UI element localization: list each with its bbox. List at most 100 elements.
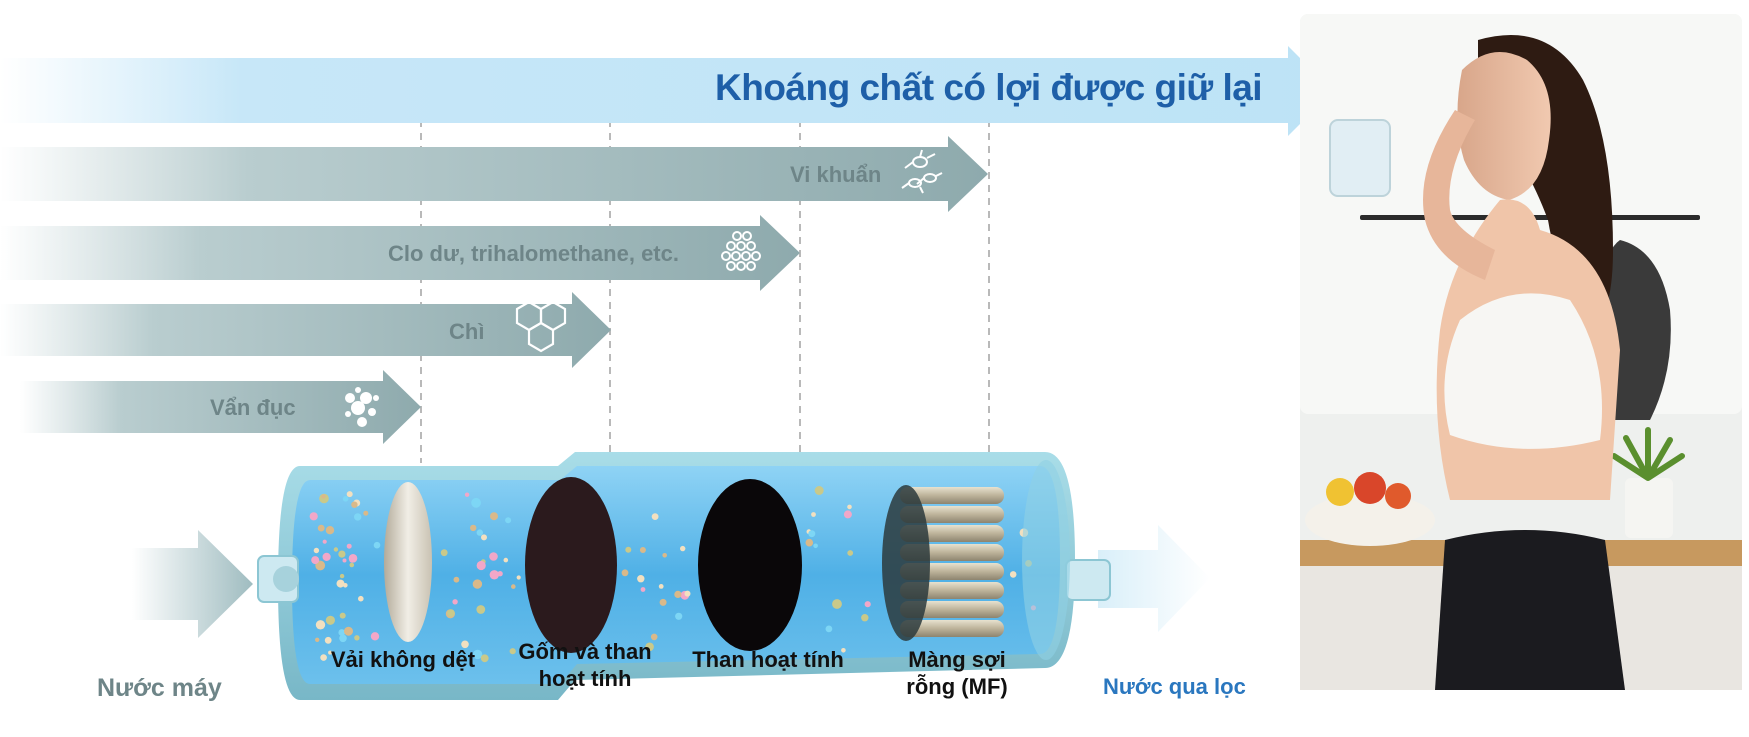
water-particle <box>639 547 646 553</box>
photo-glass <box>1329 119 1391 197</box>
inlet-pipe-opening <box>273 566 299 592</box>
hollow-fiber-strand <box>900 487 1004 504</box>
water-particle <box>509 648 516 655</box>
water-particle <box>348 554 358 563</box>
hollow-fiber-label: Màng sợi rỗng (MF) <box>882 646 1032 700</box>
tap-water-label: Nước máy <box>97 674 222 702</box>
water-particle <box>470 524 477 532</box>
water-particle <box>342 558 347 563</box>
water-particle <box>339 612 346 619</box>
water-particle <box>354 513 362 521</box>
activated-carbon-layer <box>698 479 802 651</box>
water-particle <box>481 534 487 541</box>
water-particle <box>497 571 503 577</box>
water-particle <box>338 550 346 558</box>
water-particle <box>490 512 498 521</box>
particles-icon <box>345 387 379 427</box>
nonwoven-fabric-label: Vải không dệt <box>318 646 488 673</box>
photo-leggings <box>1435 530 1625 690</box>
water-particle <box>674 590 682 599</box>
water-particle <box>452 599 458 605</box>
hollow-fiber-end <box>882 485 930 641</box>
water-particle <box>808 530 816 538</box>
output-water-arrow <box>1098 525 1210 632</box>
water-particle <box>464 492 470 497</box>
water-particle <box>864 601 871 608</box>
cartridge-water <box>292 466 1060 684</box>
turbidity-label: Vẩn đục <box>210 395 296 420</box>
water-particle <box>336 579 345 588</box>
molecule-cluster-icon <box>721 231 761 271</box>
water-particle <box>847 504 852 510</box>
water-particle <box>489 570 499 580</box>
water-particle <box>447 609 455 617</box>
water-particle <box>476 560 486 571</box>
ceramic-carbon-label-line: Gốm và than <box>518 639 652 664</box>
water-particle <box>322 552 331 562</box>
water-particle <box>339 634 347 643</box>
water-particle <box>805 538 814 547</box>
bacteria-icon <box>901 149 943 194</box>
photo-face <box>1457 52 1551 200</box>
nonwoven-layer <box>384 482 432 642</box>
minerals-retained-label: Khoáng chất có lợi được giữ lại <box>715 67 1263 108</box>
water-particle <box>363 510 369 516</box>
water-particle <box>317 524 325 532</box>
water-particle <box>621 569 629 577</box>
water-particle <box>650 633 658 641</box>
water-particle <box>373 541 381 549</box>
photo-top <box>1444 293 1602 449</box>
water-particle <box>471 497 481 508</box>
water-particle <box>516 575 521 580</box>
water-particle <box>861 614 869 622</box>
ceramic-carbon-label: Gốm và than hoạt tính <box>505 638 665 692</box>
water-particle <box>637 575 645 583</box>
hollow-fiber-strand <box>900 620 1004 637</box>
water-particle <box>370 632 380 641</box>
water-particle <box>825 625 833 633</box>
water-particle <box>489 552 498 561</box>
water-particle <box>814 486 824 495</box>
water-particle <box>322 539 327 544</box>
water-particle <box>351 501 358 508</box>
water-particle <box>505 517 512 524</box>
water-particle <box>680 545 686 552</box>
water-particle <box>325 615 335 625</box>
water-particle <box>313 547 320 554</box>
water-particle <box>321 494 326 499</box>
water-particle <box>847 550 854 556</box>
water-particle <box>320 654 327 661</box>
water-particle <box>339 573 345 579</box>
filter-cartridge <box>257 452 1111 700</box>
hollow-fiber-membrane <box>882 485 1004 641</box>
photo-arm <box>1423 110 1495 280</box>
water-particle <box>472 579 483 589</box>
ceramic-carbon-layer <box>525 477 617 653</box>
water-particle <box>645 642 654 652</box>
bacteria-arrow <box>0 136 988 212</box>
water-particle <box>358 595 364 602</box>
water-particle <box>309 512 318 521</box>
input-water-arrow <box>132 530 253 638</box>
minerals-arrow <box>0 46 1333 136</box>
water-particle <box>346 543 352 549</box>
water-particle <box>338 629 346 636</box>
water-particle <box>640 587 646 592</box>
water-particle <box>354 635 360 641</box>
ceramic-carbon-label-line: hoạt tính <box>538 666 632 691</box>
water-particle <box>684 590 691 597</box>
water-particle <box>675 612 683 620</box>
chlorine-arrow <box>0 215 800 291</box>
water-particle <box>1009 571 1017 578</box>
water-particle <box>311 556 320 565</box>
water-particle <box>480 654 489 663</box>
water-particle <box>461 640 469 649</box>
outlet-pipe <box>1065 559 1111 601</box>
hollow-fiber-label-line: rỗng (MF) <box>906 674 1008 699</box>
water-particle <box>349 562 355 568</box>
water-particle <box>344 626 353 636</box>
activated-carbon-label-line: Than hoạt tính <box>692 647 844 672</box>
water-particle <box>813 543 818 549</box>
